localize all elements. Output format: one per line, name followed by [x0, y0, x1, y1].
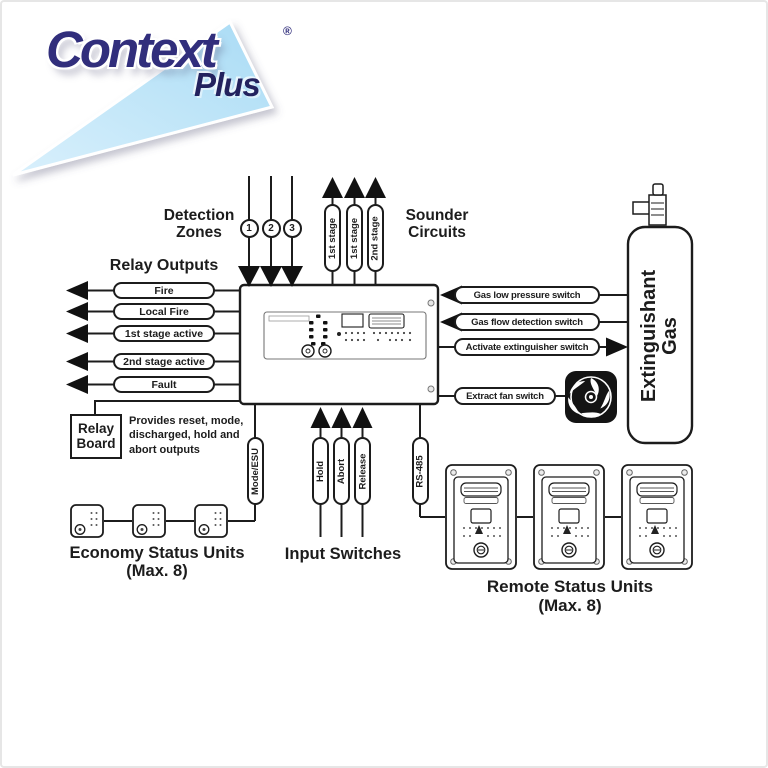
- sounder-circuit-pill: 1st stage: [324, 204, 341, 272]
- input-switch-pill: Release: [354, 437, 371, 505]
- gas-cylinder: [626, 183, 694, 445]
- rs485-bus-pill: RS-485: [412, 437, 429, 505]
- remote-status-units-label: Remote Status Units (Max. 8): [486, 577, 654, 616]
- extinguishant-gas-label: Extinguishant Gas: [638, 269, 681, 403]
- zone-number-badge: 2: [261, 218, 281, 238]
- input-switches-title: Input Switches: [284, 545, 402, 563]
- relay-output-pill: Local Fire: [113, 303, 215, 320]
- cylinder-body: [626, 225, 694, 445]
- panel-display: [341, 313, 364, 328]
- relay-output-pill: Fire: [113, 282, 215, 299]
- logo-registered-mark: ®: [283, 24, 292, 38]
- input-switch-pill: Abort: [333, 437, 350, 505]
- detection-zones-title: Detection Zones: [163, 207, 235, 242]
- remote-status-unit: [533, 464, 605, 570]
- gas-switch-pill: Gas flow detection switch: [454, 313, 600, 331]
- zone-number-badge: 1: [239, 218, 259, 238]
- remote-status-unit: [445, 464, 517, 570]
- economy-status-units-label: Economy Status Units (Max. 8): [69, 544, 245, 581]
- sounder-circuits-title: Sounder Circuits: [405, 207, 469, 242]
- economy-status-unit: [194, 504, 228, 538]
- sounder-circuit-pill: 1st stage: [346, 204, 363, 272]
- logo-triangle: [12, 19, 275, 177]
- extract-fan-icon: [565, 371, 617, 423]
- logo-brand-text: Context: [46, 21, 218, 78]
- sounder-circuit-pill: 2nd stage: [367, 204, 384, 272]
- relay-output-pill: Fault: [113, 376, 215, 393]
- relay-board-box: Relay Board: [70, 414, 122, 459]
- zone-number-badge: 3: [282, 218, 302, 238]
- extract-fan-switch-pill: Extract fan switch: [454, 387, 556, 405]
- relay-board-description: Provides reset, mode, discharged, hold a…: [129, 415, 244, 456]
- remote-status-units: [445, 464, 693, 570]
- relay-output-pill: 2nd stage active: [113, 353, 215, 370]
- cylinder-pipe: [632, 201, 651, 215]
- remote-status-unit: [621, 464, 693, 570]
- gas-switch-pill: Activate extinguisher switch: [454, 338, 600, 356]
- economy-status-unit: [70, 504, 104, 538]
- input-switch-pill: Hold: [312, 437, 329, 505]
- panel-led-cluster: [309, 314, 328, 346]
- control-panel: [238, 283, 440, 406]
- relay-output-pill: 1st stage active: [113, 325, 215, 342]
- cylinder-valve: [648, 194, 667, 226]
- panel-status-leds: [337, 331, 412, 342]
- relay-outputs-title: Relay Outputs: [109, 257, 219, 274]
- economy-status-units: [70, 504, 228, 538]
- gas-switch-pill: Gas low pressure switch: [454, 286, 600, 304]
- economy-status-unit: [132, 504, 166, 538]
- mode-esu-bus-pill: Mode/ESU: [247, 437, 264, 505]
- logo-sub-brand-text: Plus: [194, 66, 261, 103]
